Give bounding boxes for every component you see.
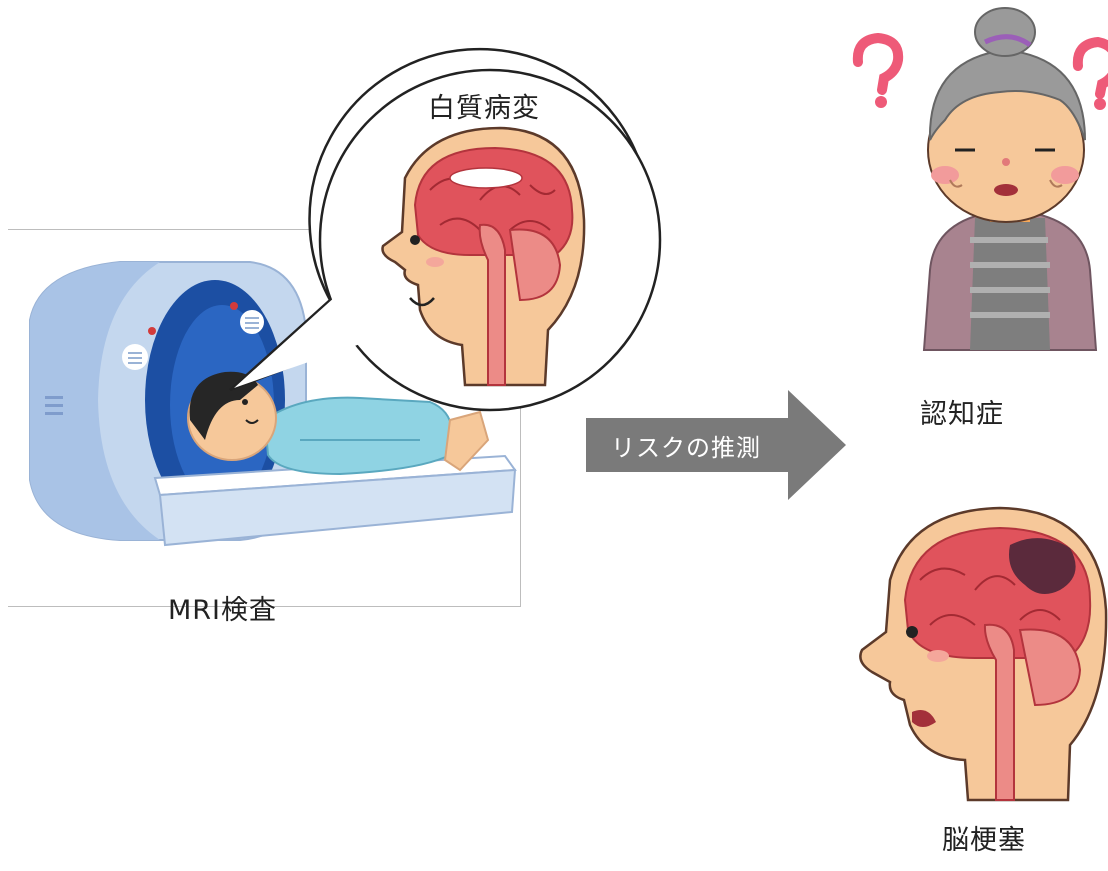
stroke-label: 脳梗塞 xyxy=(942,825,1026,856)
dementia-label: 認知症 xyxy=(920,399,1004,430)
mri-panel-frame xyxy=(8,229,521,607)
risk-arrow-icon xyxy=(586,390,846,500)
mri-scanner-icon xyxy=(29,261,307,541)
question-mark-icon xyxy=(1072,36,1108,110)
confused-elderly-woman-icon xyxy=(922,7,1098,351)
risk-estimation-label: リスクの推測 xyxy=(611,434,761,462)
mri-label: MRI検査 xyxy=(168,595,278,626)
brain-head-icon xyxy=(381,126,586,387)
head-with-brain-damage-icon xyxy=(859,506,1108,802)
question-mark-icon xyxy=(852,32,904,108)
patient-icon xyxy=(187,371,490,476)
white-matter-lesion-label: 白質病変 xyxy=(428,93,540,124)
